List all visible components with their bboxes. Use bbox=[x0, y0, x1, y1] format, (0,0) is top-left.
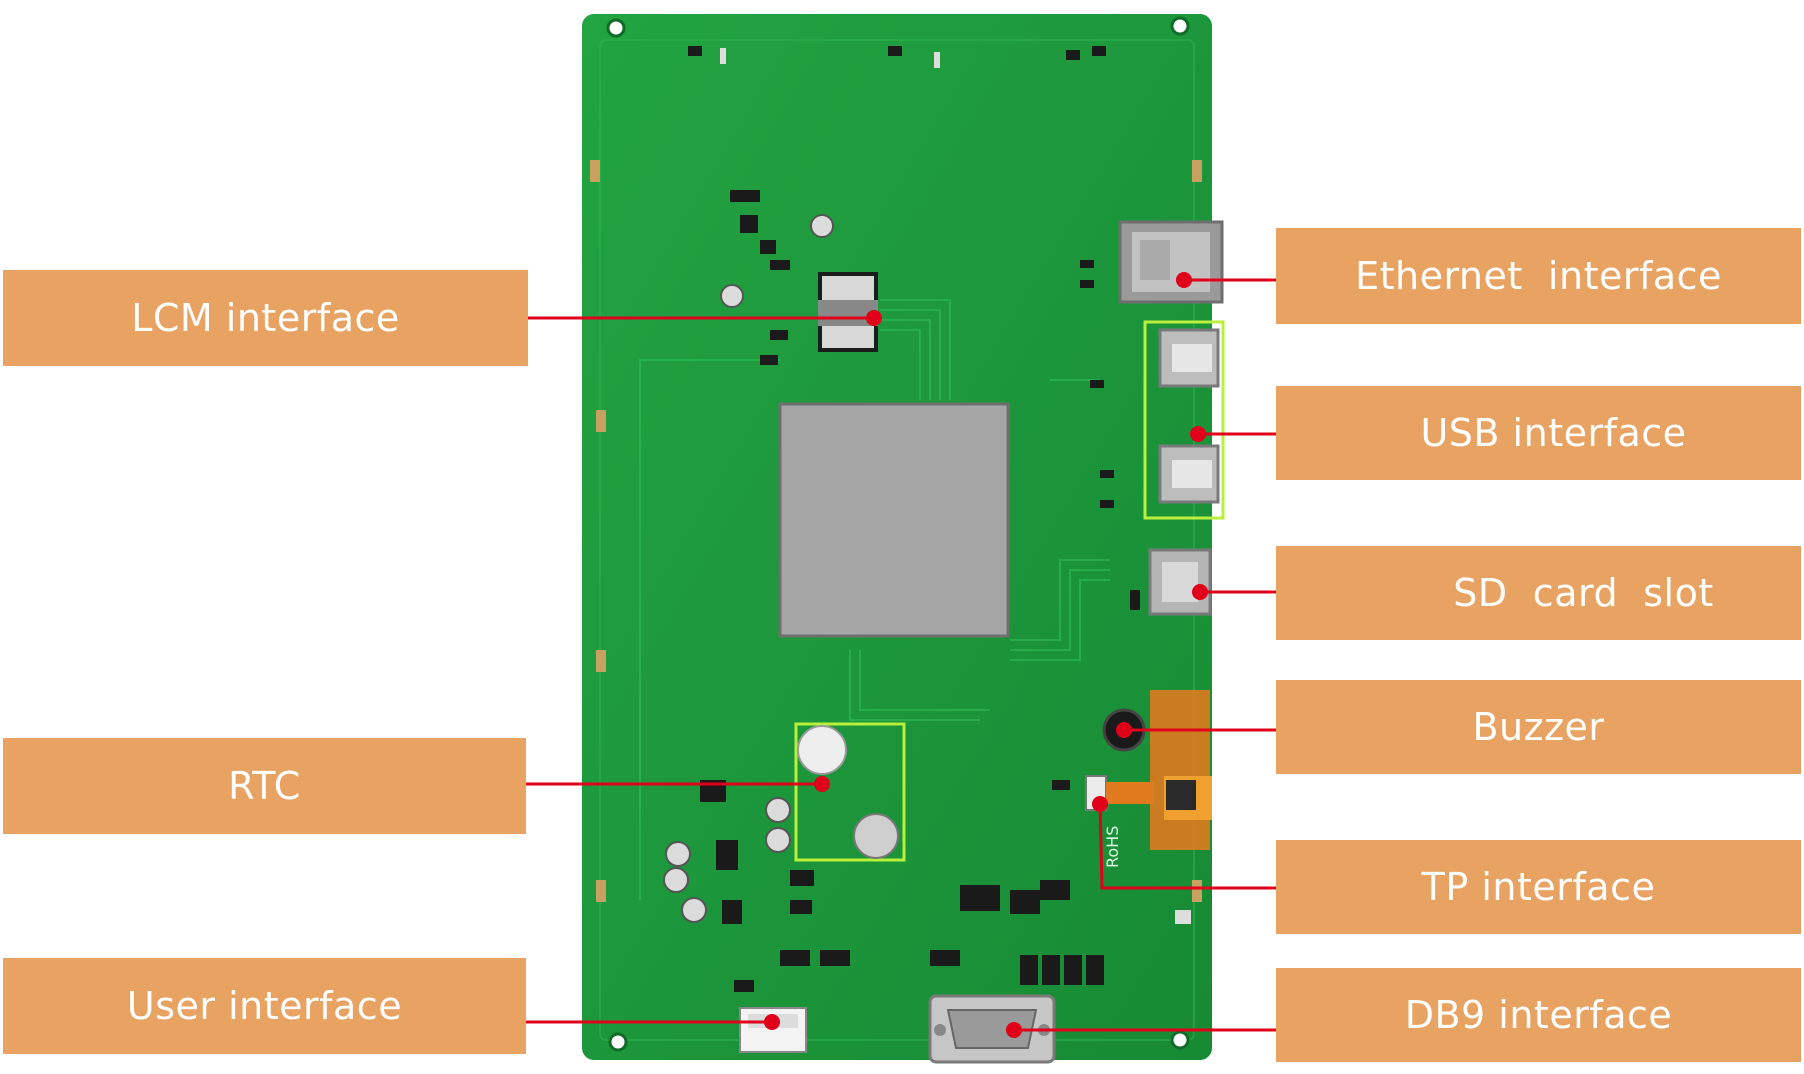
label-sd-card-slot: SD card slot bbox=[1276, 546, 1801, 640]
leader-endpoints bbox=[764, 272, 1208, 1038]
rtc-battery bbox=[797, 725, 899, 859]
label-rtc: RTC bbox=[3, 738, 526, 834]
capacitors bbox=[663, 214, 834, 923]
sd-slot bbox=[1148, 548, 1212, 616]
leader-tp bbox=[1098, 803, 1276, 890]
leader-lines bbox=[526, 278, 1276, 1032]
soc-shield bbox=[778, 402, 1010, 638]
label-buzzer: Buzzer bbox=[1276, 680, 1801, 774]
rohs-mark: RoHS bbox=[1103, 826, 1122, 868]
db9-connector bbox=[928, 994, 1056, 1064]
label-ethernet-interface: Ethernet interface bbox=[1276, 228, 1801, 324]
label-tp-interface: TP interface bbox=[1276, 840, 1801, 934]
label-usb-interface: USB interface bbox=[1276, 386, 1801, 480]
rtc-highlight-frame bbox=[794, 722, 906, 862]
mounting-holes bbox=[606, 16, 1190, 1052]
pcb-traces bbox=[639, 299, 1110, 900]
label-db9-interface: DB9 interface bbox=[1276, 968, 1801, 1062]
ethernet-port bbox=[1118, 220, 1224, 304]
usb-highlight-frame bbox=[1143, 320, 1225, 520]
label-lcm-interface: LCM interface bbox=[3, 270, 528, 366]
usb-ports bbox=[1158, 328, 1220, 504]
label-user-interface: User interface bbox=[3, 958, 526, 1054]
